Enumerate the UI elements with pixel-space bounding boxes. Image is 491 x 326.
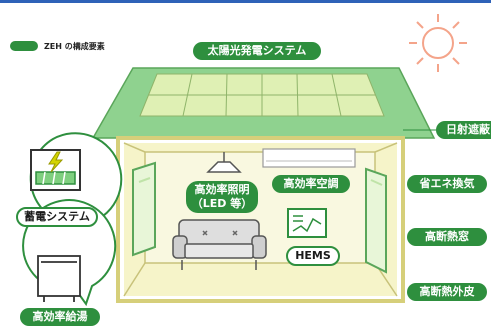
- hems-label: HEMS: [286, 246, 340, 266]
- lighting-label: 高効率照明 （LED 等）: [186, 181, 258, 213]
- storage-label: 蓄電システム: [16, 207, 98, 227]
- ventilation-label: 省エネ換気: [407, 175, 487, 193]
- sofa-icon: [172, 219, 267, 270]
- solar-label: 太陽光発電システム: [193, 42, 321, 60]
- ceiling-lamp-icon: [206, 152, 242, 173]
- solar-panel: [139, 73, 385, 117]
- hems-monitor-icon: [287, 208, 327, 238]
- house-wall: [116, 136, 405, 303]
- exterior-insulation-label: 高断熱外皮: [407, 283, 487, 301]
- legend-label: ZEH の構成要素: [44, 41, 105, 51]
- shading-label: 日射遮蔽: [436, 121, 491, 139]
- air-conditioner-icon: [262, 148, 356, 168]
- insulated-window-icon: [365, 167, 387, 274]
- water-heater-icon: [37, 255, 81, 302]
- lighting-label-line1: 高効率照明: [194, 183, 250, 196]
- air-conditioning-label: 高効率空調: [272, 175, 350, 193]
- legend-swatch: [10, 41, 38, 51]
- sun-icon: [409, 14, 467, 72]
- window-icon: [132, 161, 156, 257]
- top-accent-bar: [0, 0, 491, 3]
- water-heater-label: 高効率給湯: [20, 308, 100, 326]
- lightning-icon: [48, 151, 64, 173]
- legend: ZEH の構成要素: [10, 39, 105, 53]
- insulated-window-label: 高断熱窓: [407, 228, 487, 246]
- lighting-label-line2: （LED 等）: [191, 197, 253, 210]
- roof: [91, 67, 436, 139]
